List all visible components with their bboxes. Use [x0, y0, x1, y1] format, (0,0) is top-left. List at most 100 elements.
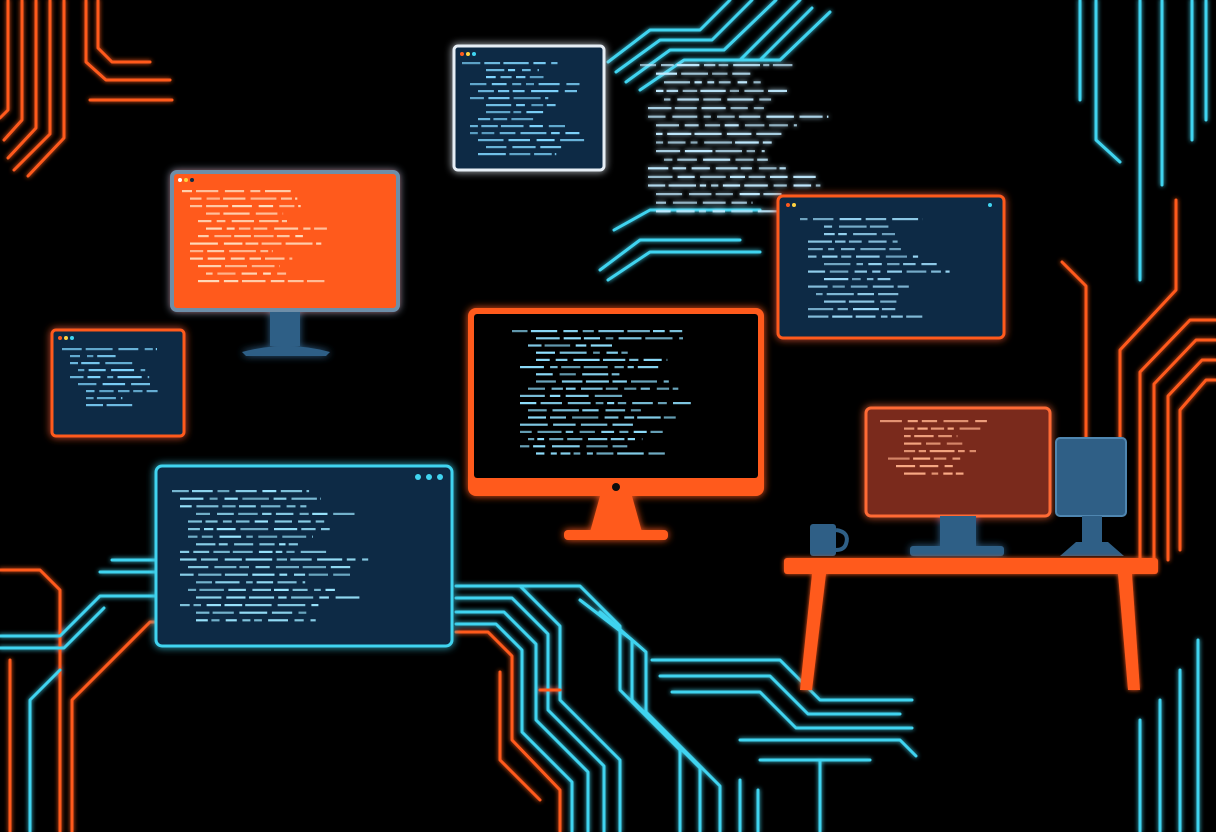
code-glyph: [531, 90, 559, 93]
code-glyph: [664, 81, 690, 84]
code-glyph: [190, 242, 218, 245]
code-glyph: [850, 285, 868, 288]
code-glyph: [550, 366, 558, 369]
code-glyph: [746, 150, 755, 153]
code-glyph: [86, 404, 103, 407]
code-glyph: [648, 167, 669, 170]
code-glyph: [488, 97, 510, 100]
code-glyph: [223, 280, 239, 283]
code-glyph: [481, 125, 498, 128]
code-glyph: [808, 240, 832, 243]
code-glyph: [751, 201, 753, 204]
code-glyph: [298, 611, 307, 614]
code-glyph: [896, 465, 916, 468]
code-glyph: [294, 619, 304, 622]
code-glyph: [308, 573, 328, 576]
code-glyph: [333, 512, 355, 515]
code-glyph: [249, 257, 261, 260]
code-glyph: [520, 423, 548, 426]
code-glyph: [565, 394, 589, 397]
code-glyph: [588, 438, 608, 441]
code-glyph: [215, 581, 240, 584]
code-glyph: [190, 197, 202, 200]
code-glyph: [567, 438, 583, 441]
code-glyph: [824, 233, 835, 236]
code-glyph: [120, 397, 123, 400]
code-glyph: [522, 69, 531, 72]
code-glyph: [582, 373, 609, 376]
code-glyph: [188, 520, 202, 523]
code-glyph: [491, 83, 507, 86]
code-glyph: [508, 69, 516, 72]
code-glyph: [258, 205, 274, 208]
code-glyph: [698, 210, 706, 213]
code-glyph: [314, 227, 327, 230]
code-glyph: [631, 380, 657, 383]
code-glyph: [225, 619, 237, 622]
code-glyph: [704, 64, 716, 67]
code-glyph: [762, 141, 772, 144]
code-glyph: [478, 153, 506, 156]
code-glyph: [500, 125, 524, 128]
code-glyph: [822, 255, 838, 258]
code-glyph: [624, 416, 635, 419]
code-glyph: [808, 255, 817, 258]
code-glyph: [703, 115, 711, 118]
code-glyph: [632, 402, 653, 405]
desk-scene: [784, 406, 1158, 690]
code-glyph: [238, 512, 258, 515]
code-glyph: [470, 97, 484, 100]
code-glyph: [251, 265, 275, 268]
window-top-center: [452, 44, 606, 172]
code-glyph: [214, 235, 232, 238]
code-glyph: [856, 263, 863, 266]
code-glyph: [904, 435, 911, 438]
code-glyph: [512, 146, 536, 149]
code-glyph: [529, 125, 543, 128]
code-glyph: [739, 193, 760, 196]
code-glyph: [249, 596, 275, 599]
code-glyph: [252, 573, 275, 576]
code-glyph: [583, 337, 600, 340]
code-glyph: [97, 355, 116, 358]
code-glyph: [627, 438, 635, 441]
code-glyph: [239, 566, 249, 569]
code-glyph: [235, 520, 250, 523]
code-glyph: [533, 445, 546, 448]
code-glyph: [929, 450, 955, 453]
code-glyph: [563, 337, 581, 340]
code-glyph: [320, 497, 321, 500]
code-glyph: [730, 175, 745, 178]
code-glyph: [856, 255, 880, 258]
code-glyph: [573, 358, 600, 361]
code-glyph: [99, 390, 114, 393]
code-glyph: [824, 278, 849, 281]
code-glyph: [943, 472, 953, 475]
code-glyph: [912, 255, 919, 258]
window-bottom-left: [154, 464, 454, 648]
code-glyph: [598, 330, 624, 333]
code-glyph: [690, 141, 698, 144]
code-glyph: [190, 250, 204, 253]
code-glyph: [612, 445, 628, 448]
code-glyph: [648, 452, 665, 455]
code-glyph: [516, 104, 525, 107]
code-glyph: [938, 435, 952, 438]
code-glyph: [648, 175, 673, 178]
code-glyph: [224, 573, 248, 576]
code-glyph: [222, 520, 232, 523]
code-glyph: [881, 308, 896, 311]
code-glyph: [656, 89, 664, 92]
code-glyph: [919, 465, 939, 468]
code-glyph: [947, 427, 954, 430]
code-glyph: [581, 387, 603, 390]
code-glyph: [335, 596, 360, 599]
code-glyph: [271, 611, 293, 614]
code-glyph: [70, 355, 80, 358]
code-glyph: [219, 535, 242, 538]
code-glyph: [199, 588, 224, 591]
code-glyph: [731, 201, 747, 204]
code-glyph: [470, 132, 478, 135]
code-glyph: [768, 89, 787, 92]
code-glyph: [617, 452, 644, 455]
